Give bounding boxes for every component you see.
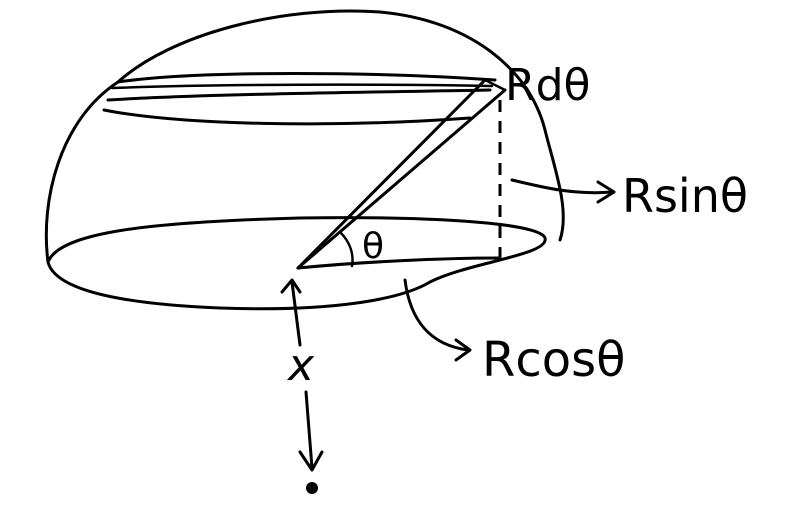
- dome-outline: [44, 9, 565, 264]
- base-ellipse: [46, 216, 547, 311]
- x-up-arrow-line: [290, 280, 302, 347]
- rsin-arrow-head: [596, 180, 616, 204]
- distance-label: x: [286, 340, 315, 391]
- upper-ring-bottom: [106, 88, 492, 102]
- rsin-arrow-line: [510, 178, 614, 195]
- rcos-arrow-head: [454, 338, 472, 362]
- x-down-arrow-line: [304, 390, 314, 470]
- rcos-label: Rcosθ: [482, 332, 625, 388]
- x-up-arrow-head: [280, 278, 302, 294]
- radius-line-2: [296, 88, 507, 270]
- radius-close: [483, 78, 507, 92]
- arc-length-label: Rdθ: [505, 60, 590, 111]
- rsin-label: Rsinθ: [622, 169, 748, 223]
- horizontal-radius: [296, 256, 502, 270]
- upper-ring-top: [116, 72, 497, 84]
- radius-line-1: [296, 78, 487, 270]
- lower-ring: [102, 108, 472, 126]
- reference-point: [306, 482, 318, 494]
- angle-label: θ: [362, 226, 384, 267]
- rcos-arrow-line: [403, 278, 470, 352]
- upper-ring-inner: [110, 83, 494, 90]
- angle-arc: [338, 230, 354, 268]
- x-down-arrow-head: [298, 450, 324, 472]
